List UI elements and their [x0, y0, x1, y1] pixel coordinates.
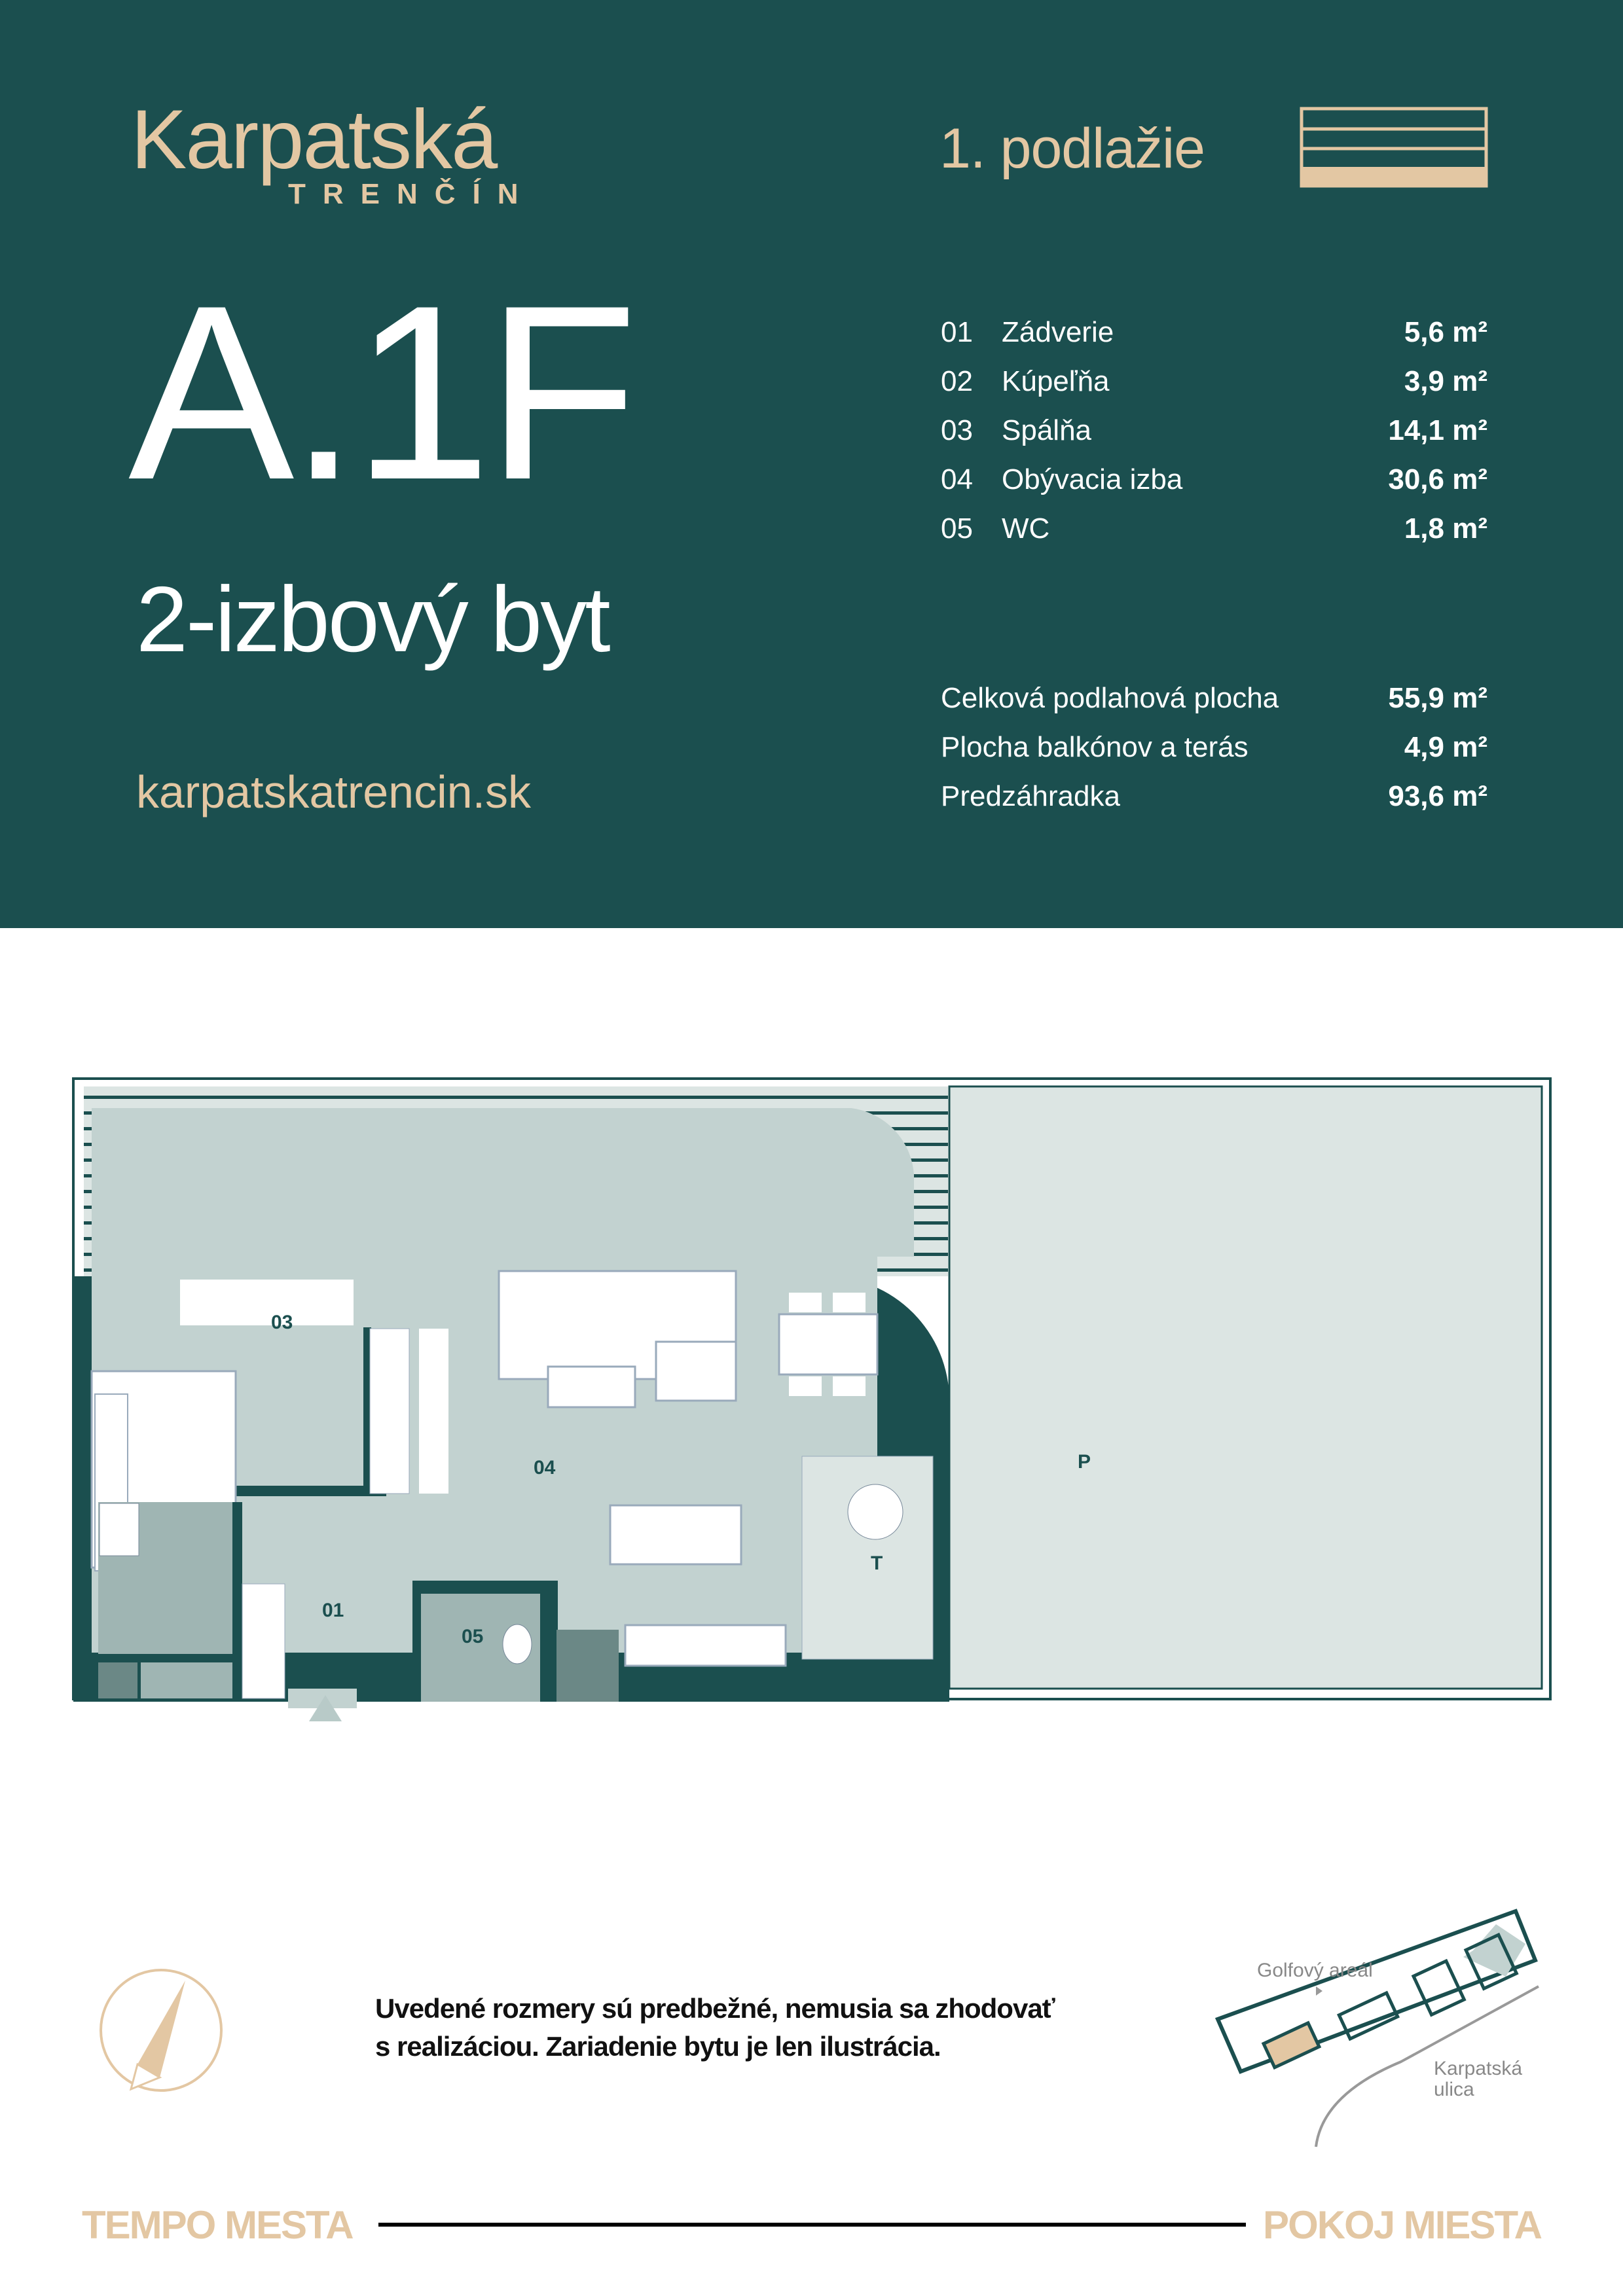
site-map: Golfový areál Karpatská ulica: [1214, 1909, 1539, 2147]
window: [180, 1280, 354, 1325]
room-row: 01 Zádverie 5,6 m²: [941, 313, 1487, 352]
total-area: 4,9 m²: [1404, 731, 1487, 763]
disclaimer-line: s realizáciou. Zariadenie bytu je len il…: [375, 2031, 941, 2062]
room-num: 04: [941, 463, 973, 495]
total-name: Predzáhradka: [941, 780, 1120, 812]
room-row: 04 Obývacia izba 30,6 m²: [941, 460, 1487, 499]
kitchen-island: [609, 1504, 742, 1566]
unit-code: A.1F: [128, 253, 638, 531]
coffee-table: [547, 1365, 636, 1408]
total-name: Celková podlahová plocha: [941, 682, 1279, 714]
footer-right: POKOJ MIESTA: [1263, 2203, 1542, 2247]
entrance-arrow-icon: [309, 1695, 342, 1721]
room-label-03: 03: [271, 1312, 293, 1333]
disclaimer: Uvedené rozmery sú predbežné, nemusia sa…: [375, 1990, 1055, 2066]
room-name: Kúpeľňa: [1002, 365, 1110, 397]
room-num: 03: [941, 414, 973, 446]
room-row: 03 Spálňa 14,1 m²: [941, 411, 1487, 450]
bathtub: [99, 1503, 139, 1556]
terrace-table: [847, 1484, 903, 1540]
room-num: 01: [941, 316, 973, 348]
room-row: 05 WC 1,8 m²: [941, 509, 1487, 548]
room-num: 02: [941, 365, 973, 397]
website-link[interactable]: karpatskatrencin.sk: [136, 766, 532, 817]
unit-type: 2-izbový byt: [136, 567, 611, 672]
entry-wardrobe: [242, 1583, 285, 1699]
terrace-label: T: [871, 1552, 883, 1574]
header-panel: [0, 0, 1623, 928]
room-area: 1,8 m²: [1404, 512, 1487, 545]
room-name: Spálňa: [1002, 414, 1092, 446]
floor-indicator-icon: [1300, 107, 1488, 188]
kitchen-counter: [624, 1624, 787, 1667]
total-row: Plocha balkónov a terás 4,9 m²: [941, 728, 1487, 767]
room-area: 3,9 m²: [1404, 365, 1487, 397]
room-label-05: 05: [462, 1626, 483, 1647]
toilet: [502, 1624, 532, 1664]
total-area: 93,6 m²: [1388, 780, 1487, 812]
total-row: Celková podlahová plocha 55,9 m²: [941, 679, 1487, 718]
room-label-01: 01: [322, 1600, 344, 1621]
floor-label: 1. podlažie: [939, 117, 1205, 180]
room-area: 14,1 m²: [1388, 414, 1487, 446]
floor-plan: 03 04 01 05 T P: [72, 1077, 1552, 1721]
sliding-door: [419, 1329, 448, 1494]
room-row: 02 Kúpeľňa 3,9 m²: [941, 362, 1487, 401]
room-name: Zádverie: [1002, 316, 1114, 348]
room-num: 05: [941, 512, 973, 545]
garden-area: [948, 1085, 1543, 1690]
brand-city: TRENČÍN: [288, 178, 536, 210]
footer-divider: [378, 2223, 1246, 2227]
disclaimer-line: Uvedené rozmery sú predbežné, nemusia sa…: [375, 1993, 1055, 2024]
room-name: WC: [1002, 512, 1050, 545]
street-label: ulica: [1434, 2079, 1474, 2100]
total-area: 55,9 m²: [1388, 682, 1487, 714]
garden-label: P: [1078, 1451, 1091, 1473]
room-area: 30,6 m²: [1388, 463, 1487, 495]
compass-icon: [100, 1969, 223, 2092]
room-name: Obývacia izba: [1002, 463, 1183, 495]
footer-left: TEMPO MESTA: [82, 2203, 354, 2247]
total-row: Predzáhradka 93,6 m²: [941, 777, 1487, 816]
wardrobe: [369, 1328, 410, 1494]
street-label: Karpatská: [1434, 2058, 1522, 2079]
unit-location-marker: [1261, 2020, 1322, 2070]
total-name: Plocha balkónov a terás: [941, 731, 1249, 763]
room-label-04: 04: [534, 1457, 556, 1479]
dining-table: [778, 1313, 879, 1376]
room-area: 5,6 m²: [1404, 316, 1487, 348]
brand-logo: Karpatská: [131, 93, 498, 187]
golf-label: Golfový areál: [1257, 1960, 1373, 1981]
